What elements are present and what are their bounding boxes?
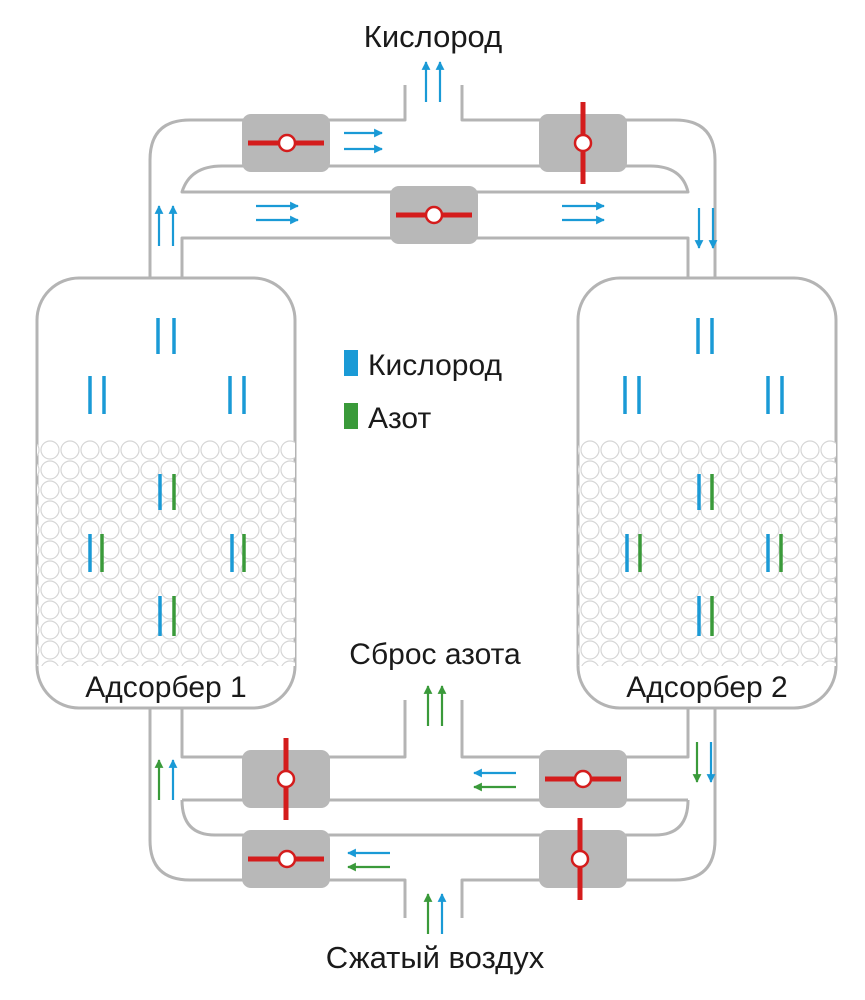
valve-bottom-upper-left[interactable] (242, 738, 330, 820)
valves (242, 102, 627, 900)
legend-label-nitrogen: Азот (368, 402, 431, 435)
adsorber-2: Адсорбер 2 (576, 276, 838, 710)
legend-swatch-oxygen (344, 350, 358, 376)
valve-bottom-lower-left[interactable] (242, 830, 330, 888)
adsorber-1: Адсорбер 1 (35, 276, 297, 710)
adsorber-2-label: Адсорбер 2 (626, 671, 787, 704)
nitrogen-exhaust-label: Сброс азота (349, 638, 521, 671)
adsorbent-bed-2 (578, 440, 836, 666)
valve-middle[interactable] (390, 186, 478, 244)
valve-top-right[interactable] (539, 102, 627, 184)
valve-bottom-upper-right[interactable] (539, 750, 627, 808)
bottom-outer-pipe (148, 708, 717, 918)
legend-item-nitrogen: Азот (344, 402, 431, 435)
legend-item-oxygen: Кислород (344, 349, 502, 382)
bottom-loop-inner (180, 799, 690, 837)
valve-bottom-lower-right[interactable] (539, 818, 627, 900)
gas-marks (88, 318, 784, 636)
top-outer-pipe (148, 85, 717, 278)
valve-top-left[interactable] (242, 114, 330, 172)
oxygen-outlet-label: Кислород (364, 19, 502, 54)
legend: Кислород Азот (344, 349, 502, 435)
flow-arrows (154, 61, 718, 934)
top-inner-pipe (180, 164, 690, 194)
adsorbent-bed-1 (37, 440, 295, 666)
compressed-air-label: Сжатый воздух (326, 940, 545, 975)
legend-label-oxygen: Кислород (368, 349, 502, 382)
adsorber-1-label: Адсорбер 1 (85, 671, 246, 704)
legend-swatch-nitrogen (344, 403, 358, 429)
